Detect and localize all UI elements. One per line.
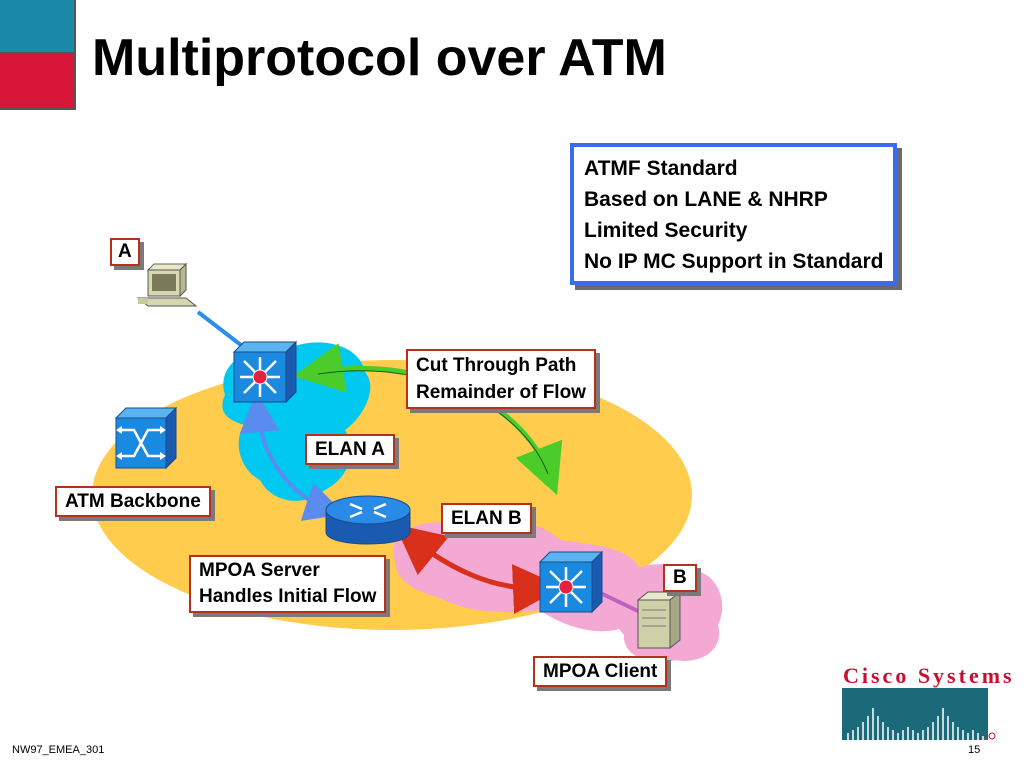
switch-router-arrow [239,392,346,521]
mpoa-server-router-icon[interactable] [325,495,411,545]
corner-block-red [0,54,76,110]
info-line-2: Based on LANE & NHRP [584,188,828,211]
footer-code: NW97_EMEA_301 [12,744,105,756]
cut-through-line-1: Cut Through Path [416,355,577,376]
mpoa-client-label: MPOA Client [533,656,668,687]
atm-switch-a-icon[interactable] [232,340,298,404]
mpoa-server-line-1: MPOA Server [199,560,320,581]
info-line-1: ATMF Standard [584,157,738,180]
node-b-label: B [663,564,697,592]
cut-through-label: Cut Through Path Remainder of Flow [406,349,596,409]
mpoa-server-label: MPOA Server Handles Initial Flow [189,555,387,613]
info-line-3: Limited Security [584,219,748,242]
slide-title: Multiprotocol over ATM [92,29,667,87]
terminal-a-icon[interactable] [136,262,198,307]
atm-backbone-switch-icon[interactable] [114,406,178,470]
atm-switch-b-icon[interactable] [538,550,604,614]
atm-backbone-label: ATM Backbone [55,486,211,517]
initial-flow-arrow [394,524,563,615]
cisco-logo-text: Cisco Systems [843,663,1015,688]
mpoa-server-line-2: Handles Initial Flow [199,586,377,607]
page-number: 15 [968,744,981,756]
server-b-icon[interactable] [636,590,682,650]
cut-through-line-2: Remainder of Flow [416,382,586,403]
elan-a-label: ELAN A [305,434,396,465]
cisco-logo-bars [842,688,996,740]
mpoa-info-box: ATMF Standard Based on LANE & NHRP Limit… [570,143,898,285]
info-line-4: No IP MC Support in Standard [584,250,884,273]
elan-b-label: ELAN B [441,503,532,534]
corner-block-blue [0,0,76,54]
node-a-label: A [110,238,140,266]
